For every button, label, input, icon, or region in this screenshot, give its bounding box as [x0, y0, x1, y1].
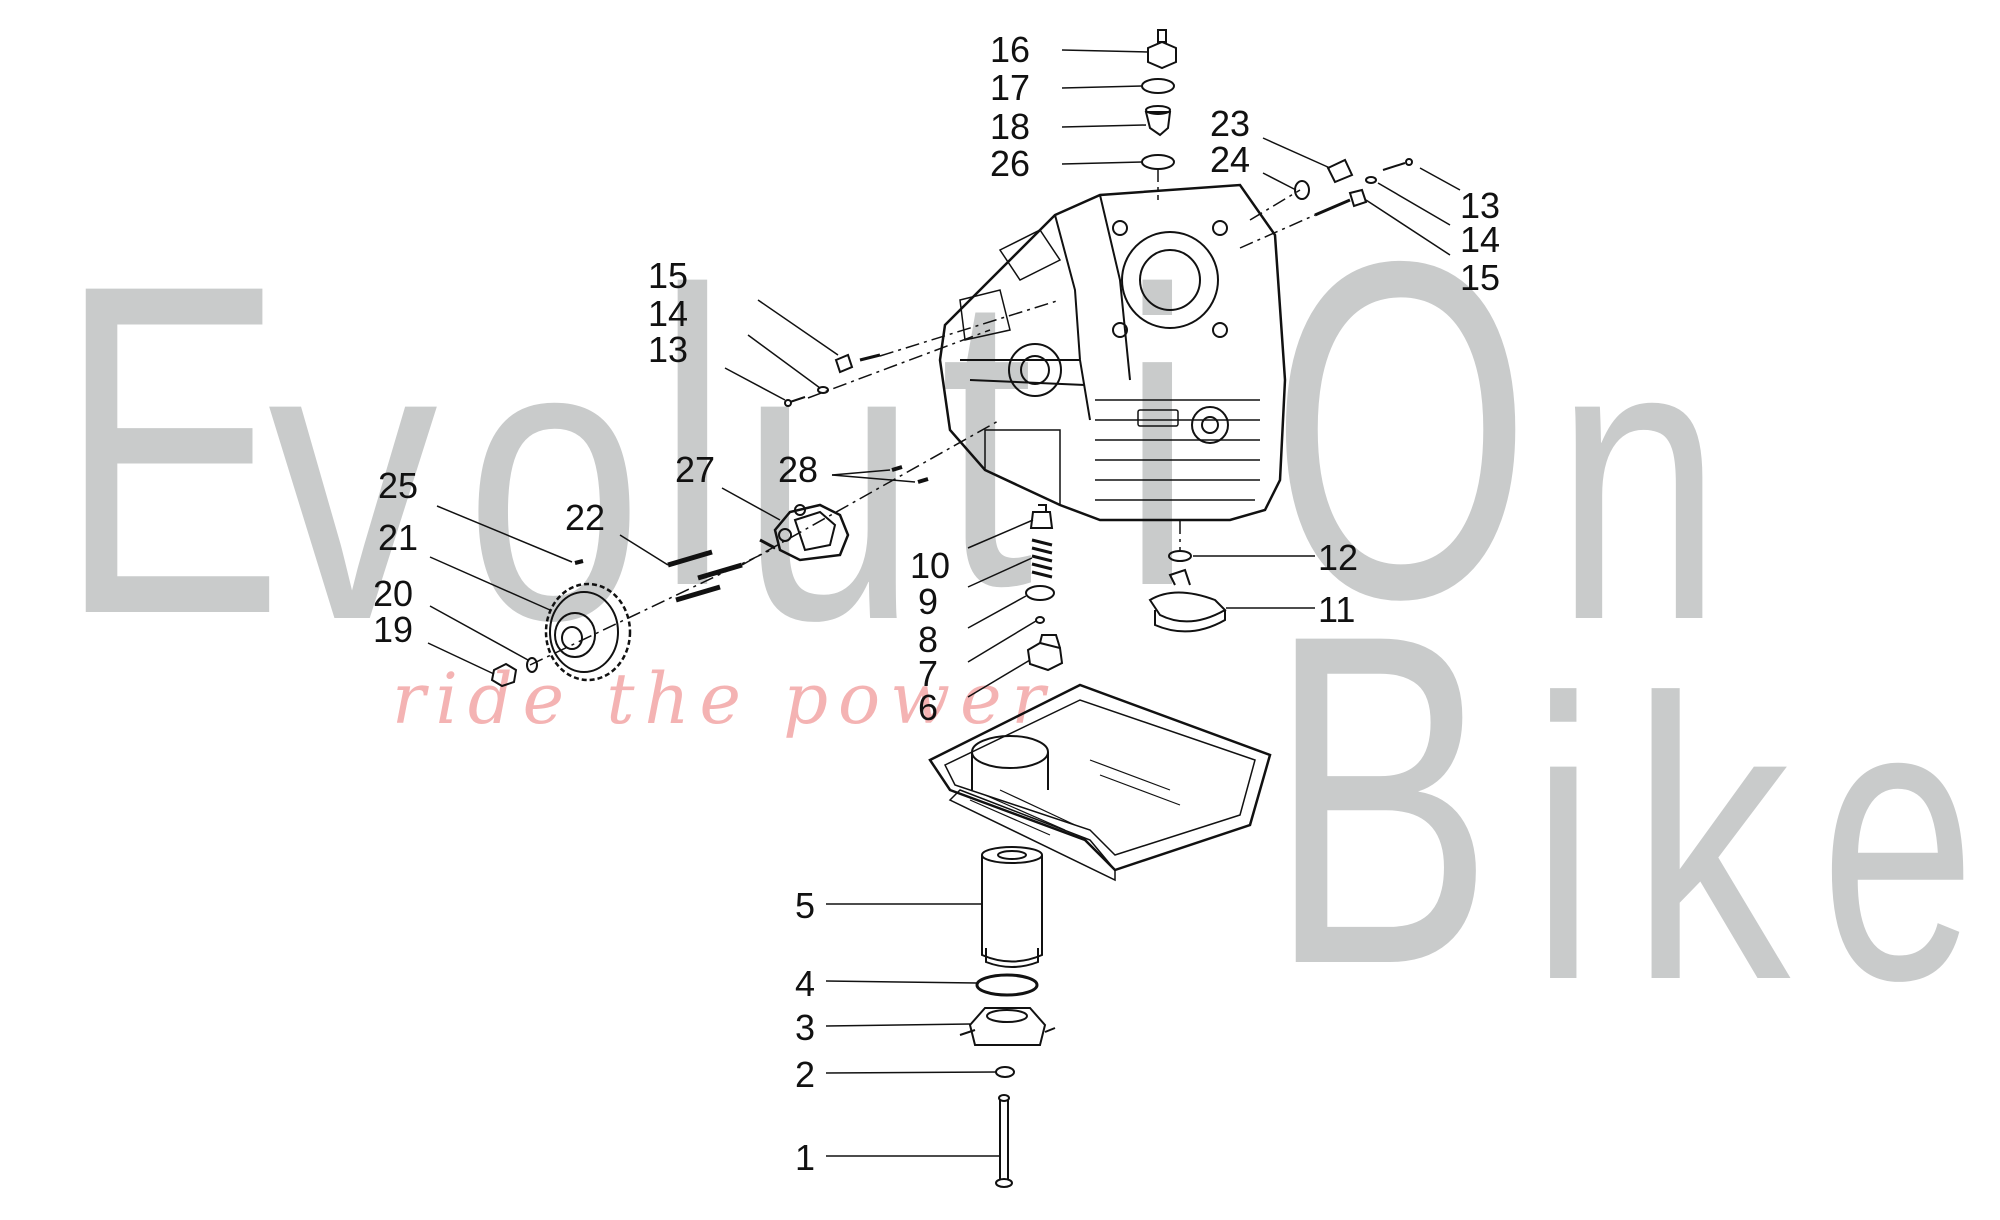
callout-15-left: 15 [648, 255, 689, 296]
callout-4: 4 [795, 963, 816, 1004]
oil-sump-pan [928, 683, 1272, 882]
callout-16: 16 [990, 29, 1031, 70]
callout-17: 17 [990, 67, 1031, 108]
callout-11: 11 [1318, 589, 1356, 630]
watermark-letter: l [655, 205, 730, 674]
pump-sprocket [544, 582, 632, 682]
callout-15-right: 15 [1460, 257, 1501, 298]
callout-13-left: 13 [648, 329, 689, 370]
callout-21: 21 [378, 517, 419, 558]
oil-strainer [1148, 568, 1227, 633]
callout-20: 20 [373, 573, 414, 614]
watermark-letter: E [58, 187, 284, 712]
watermark-letter: O [1270, 161, 1532, 698]
dowel-pins [891, 465, 929, 484]
relief-spring [1031, 538, 1053, 579]
callout-27: 27 [675, 449, 716, 490]
washer-20 [526, 657, 538, 673]
watermark-letter: k [1630, 616, 1790, 1063]
callout-6: 6 [918, 687, 939, 728]
watermark-letter: i [1530, 616, 1597, 1063]
callout-25: 25 [378, 465, 419, 506]
oil-filter [981, 846, 1043, 968]
callout-5: 5 [795, 885, 816, 926]
callout-10: 10 [910, 545, 951, 586]
callout-14-right: 14 [1460, 219, 1501, 260]
watermark-letter: e [1820, 616, 1976, 1063]
o-ring-24 [1294, 180, 1310, 200]
nut-19 [490, 662, 518, 688]
callout-12: 12 [1318, 537, 1359, 578]
oil-pump [759, 503, 850, 562]
filter-cover [959, 1007, 1056, 1046]
callout-28: 28 [778, 449, 819, 490]
callout-2: 2 [795, 1054, 816, 1095]
callout-23: 23 [1210, 103, 1251, 144]
drain-plug [1026, 634, 1064, 672]
relief-valve [1029, 504, 1054, 529]
callout-18: 18 [990, 106, 1031, 147]
long-bolt [995, 1094, 1013, 1188]
callout-22: 22 [565, 497, 606, 538]
watermark-letter: n [1555, 256, 1722, 703]
fitting-washer [1141, 154, 1175, 170]
sensor-washer [1141, 78, 1175, 94]
callout-8: 8 [918, 619, 939, 660]
pin-25 [574, 559, 584, 565]
screw-13-right [1382, 158, 1413, 171]
strainer-washer [1168, 550, 1192, 562]
callout-24: 24 [1210, 139, 1251, 180]
screw-13-left [784, 396, 806, 407]
pump-bolts [667, 549, 743, 603]
callout-1: 1 [795, 1137, 816, 1178]
callout-13-right: 13 [1460, 185, 1501, 226]
leader-lines [427, 49, 1461, 1157]
sensor-15-left [834, 353, 881, 374]
sensor-fitting [1144, 105, 1172, 137]
callout-3: 3 [795, 1007, 816, 1048]
callout-26: 26 [990, 143, 1031, 184]
watermark-letter: B [1268, 537, 1494, 1062]
watermark-letter: t [940, 205, 1034, 674]
crankcase-block [938, 183, 1287, 522]
filter-o-ring [975, 973, 1039, 997]
callout-9: 9 [918, 581, 939, 622]
oil-pressure-sensor [1147, 29, 1177, 70]
sealing-washer [1025, 585, 1055, 601]
washer-14-right [1365, 176, 1377, 184]
watermark-tagline: ride the power [392, 658, 1055, 740]
sensor-15-right [1314, 188, 1368, 217]
watermark-letter: v [268, 256, 438, 703]
callout-19: 19 [373, 609, 414, 650]
callout-14-left: 14 [648, 293, 689, 334]
small-o-ring [1035, 616, 1045, 624]
plug-23 [1326, 158, 1354, 184]
callout-7: 7 [918, 653, 939, 694]
washer [995, 1066, 1015, 1078]
